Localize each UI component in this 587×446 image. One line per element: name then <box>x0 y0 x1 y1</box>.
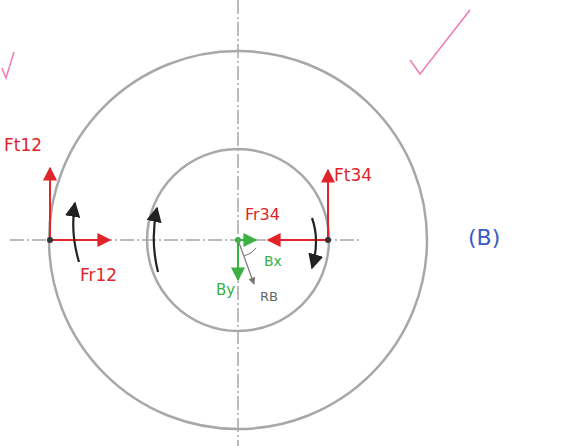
force-label: By <box>214 282 237 299</box>
force-label: Bx <box>262 254 284 269</box>
contact-point <box>325 237 331 243</box>
view-label: (B) <box>468 226 500 250</box>
vertical-axis <box>238 0 239 446</box>
inner-gear-circle <box>147 149 329 331</box>
force-label: RB <box>258 290 280 304</box>
force-label: Fr12 <box>80 266 117 285</box>
resultant-arrow <box>238 240 254 284</box>
angle-arc <box>244 248 256 256</box>
bearing-center <box>235 237 241 243</box>
contact-point <box>47 237 53 243</box>
bearing-reaction-arrow <box>237 240 239 280</box>
force-label: Ft12 <box>4 136 42 155</box>
rotation-arrow <box>312 218 316 268</box>
outer-gear-circle <box>49 51 427 429</box>
tangential-force-arrow <box>327 170 329 240</box>
rotation-arrow <box>154 208 158 272</box>
check-mark <box>410 10 470 74</box>
rotation-arrow <box>73 203 79 262</box>
force-label: Fr34 <box>243 206 282 224</box>
horizontal-axis <box>10 240 360 241</box>
check-mark <box>2 52 14 78</box>
force-label: Ft34 <box>334 166 372 185</box>
radial-force-arrow <box>268 239 328 241</box>
radial-force-arrow <box>50 239 110 241</box>
tangential-force-arrow <box>49 168 51 240</box>
